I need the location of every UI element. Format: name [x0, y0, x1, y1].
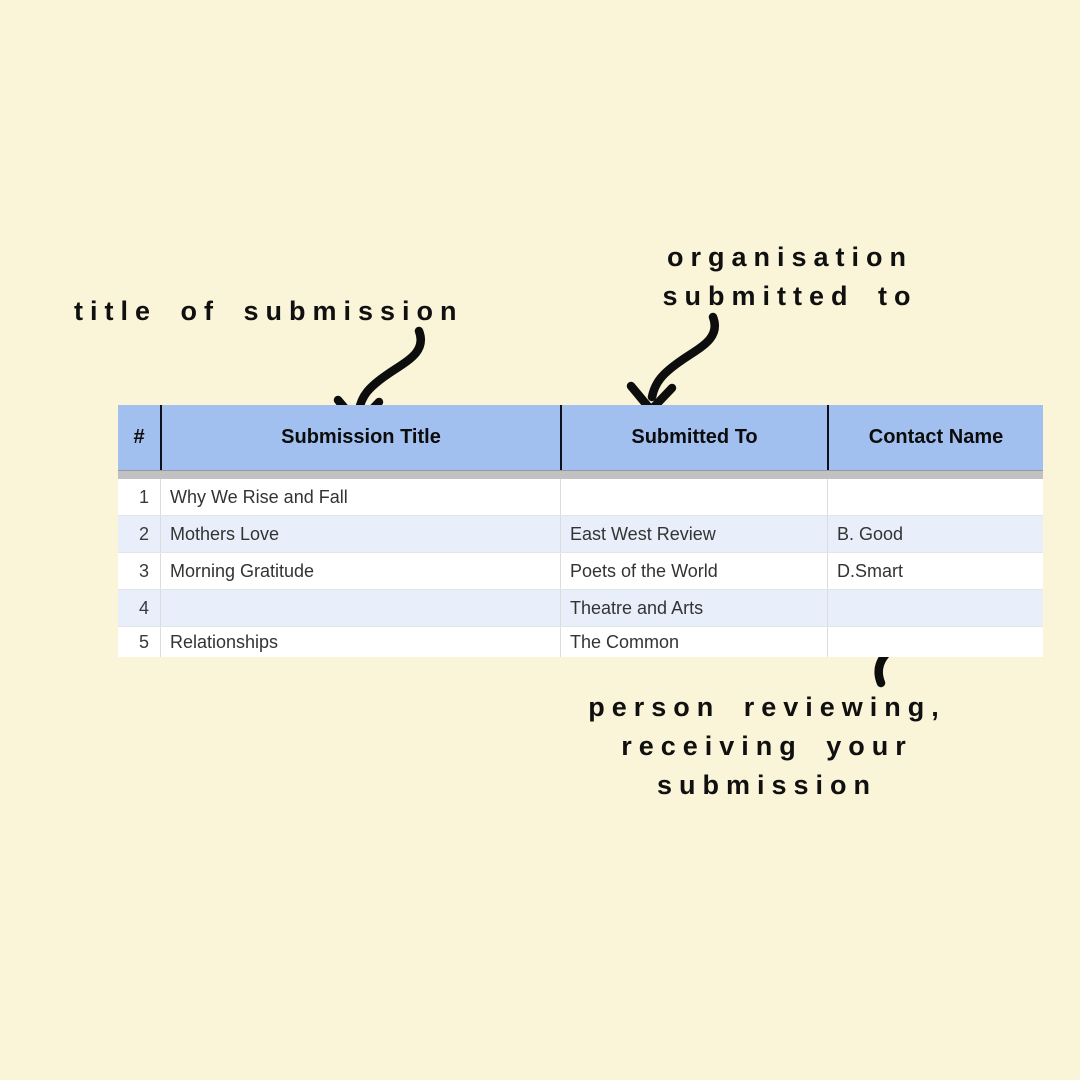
header-number: # [133, 426, 145, 448]
row-number-cell: 3 [138, 560, 149, 581]
annotation-organisation-submitted-to: organisation submitted to [590, 238, 990, 316]
submission-title-cell [160, 590, 560, 626]
submitted-to-cell [560, 479, 827, 515]
arrow-to-submitted-to-icon [626, 312, 719, 415]
contact-name-cell: B. Good [827, 516, 1043, 552]
row-number-cell: 2 [138, 523, 149, 544]
row-number-cell: 1 [138, 486, 149, 507]
submitted-to-cell: The Common [560, 627, 827, 657]
submission-title-cell: Mothers Love [160, 516, 560, 552]
annotation-person-reviewing: person reviewing, receiving your submiss… [552, 688, 982, 805]
table-row: 4 Theatre and Arts [118, 590, 1043, 627]
submitted-to-cell: Theatre and Arts [560, 590, 827, 626]
submission-title-cell: Why We Rise and Fall [160, 479, 560, 515]
table-row: 2 Mothers Love East West Review B. Good [118, 516, 1043, 553]
submitted-to-cell: East West Review [560, 516, 827, 552]
frozen-row-divider [118, 470, 1043, 479]
table-row: 3 Morning Gratitude Poets of the World D… [118, 553, 1043, 590]
annotation-line: submitted to [662, 281, 918, 311]
header-submitted-to: Submitted To [560, 405, 827, 470]
annotation-title-of-submission: title of submission [74, 296, 464, 326]
submission-title-cell: Relationships [160, 627, 560, 657]
header-contact-name: Contact Name [827, 405, 1043, 470]
header-submission-title: Submission Title [160, 405, 560, 470]
submission-tracker-table: # Submission Title Submitted To Contact … [118, 405, 1043, 657]
row-number-cell: 5 [138, 631, 149, 652]
annotation-line: submission [656, 770, 878, 800]
annotation-line: person reviewing, [588, 692, 946, 722]
submitted-to-cell: Poets of the World [560, 553, 827, 589]
submission-title-cell: Morning Gratitude [160, 553, 560, 589]
row-number-cell: 4 [138, 597, 149, 618]
annotation-line: receiving your [621, 731, 913, 761]
contact-name-cell [827, 479, 1043, 515]
annotation-line: organisation [666, 242, 913, 272]
contact-name-cell [827, 627, 1043, 657]
table-header-row: # Submission Title Submitted To Contact … [118, 405, 1043, 470]
contact-name-cell: D.Smart [827, 553, 1043, 589]
table-row: 5 Relationships The Common [118, 627, 1043, 657]
contact-name-cell [827, 590, 1043, 626]
table-row: 1 Why We Rise and Fall [118, 479, 1043, 516]
